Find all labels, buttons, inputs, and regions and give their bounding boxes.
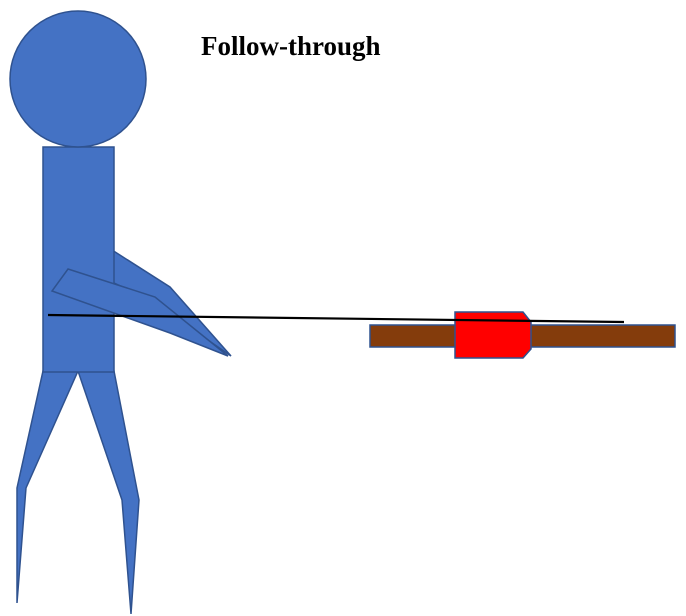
left-leg-icon	[17, 371, 78, 603]
right-leg-icon	[78, 371, 139, 614]
head-icon	[10, 11, 146, 147]
sled-icon	[455, 312, 531, 358]
person-figure	[10, 11, 231, 614]
torso-icon	[43, 147, 114, 372]
